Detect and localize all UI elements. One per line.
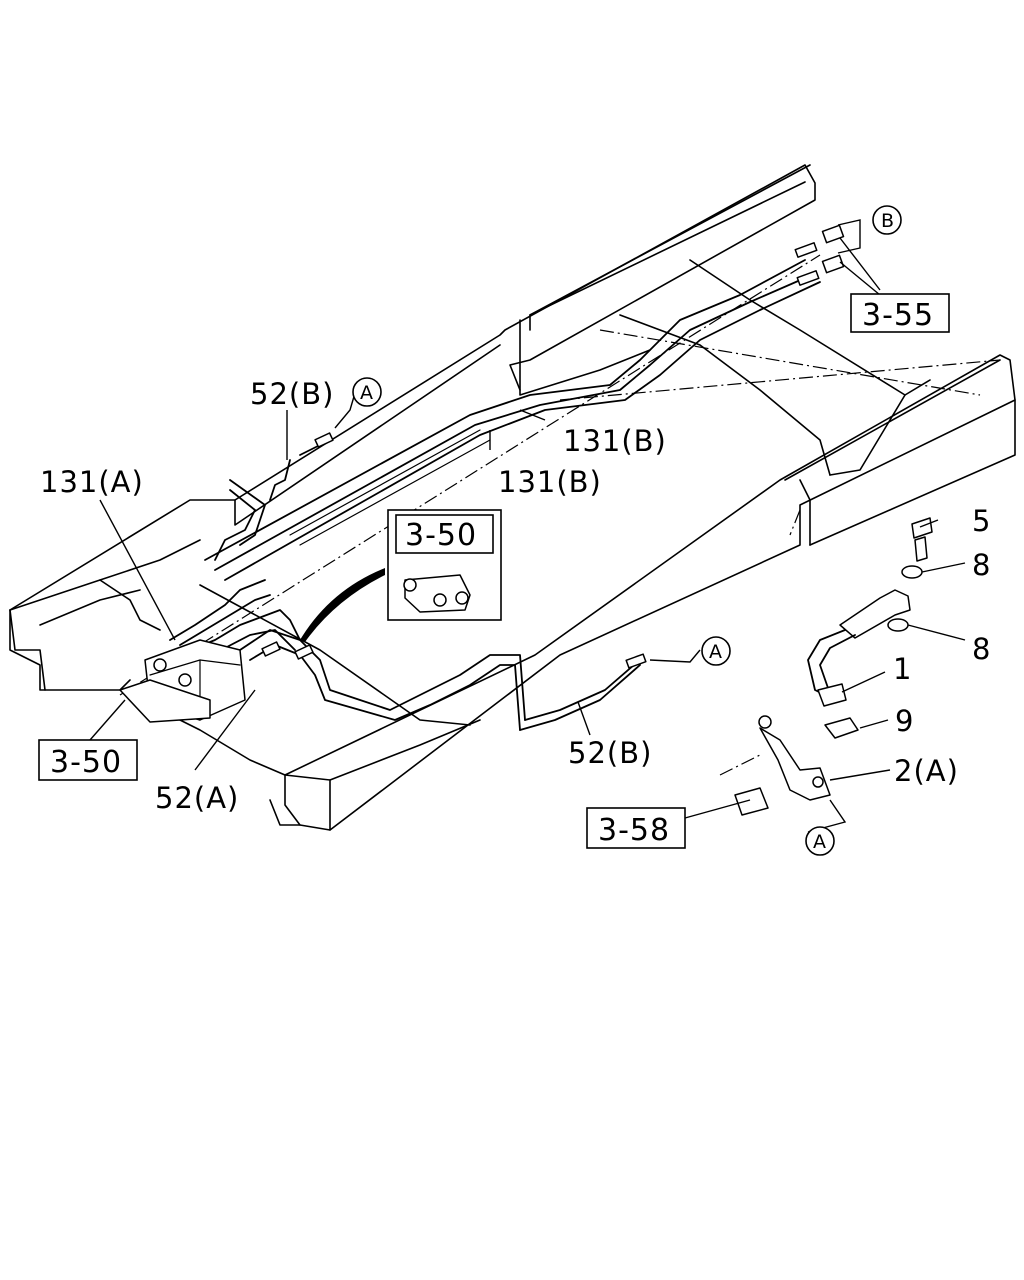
- circle-text-a-right: A: [709, 641, 722, 663]
- circle-a-top: [352, 377, 382, 407]
- hose-assembly: [734, 517, 933, 816]
- pipe-fittings: [261, 242, 820, 669]
- ref-3-58: 3-58: [598, 813, 670, 848]
- label-52b-bottom: 52(B): [568, 736, 652, 770]
- circle-a-bottom: [805, 826, 835, 856]
- circle-text-b-top: B: [881, 210, 894, 232]
- brake-pipes: [169, 259, 821, 731]
- label-52b-top: 52(B): [250, 377, 334, 411]
- ref-box-3-50-left: [38, 739, 138, 781]
- leader-lines: [89, 219, 966, 833]
- label-2a: 2(A): [894, 754, 959, 788]
- rear-unions: [821, 224, 845, 274]
- label-5: 5: [972, 504, 991, 538]
- inset-detail: [300, 509, 502, 642]
- label-8-bottom: 8: [972, 632, 991, 666]
- label-1: 1: [893, 652, 912, 686]
- circle-b-top: [872, 205, 902, 235]
- ref-3-50-left: 3-50: [50, 745, 122, 780]
- circle-markers: [352, 205, 902, 856]
- circle-text-a-top: A: [360, 382, 373, 404]
- ref-box-3-55: [850, 293, 950, 333]
- ref-box-3-58: [586, 807, 686, 849]
- label-131b-right: 131(B): [563, 424, 667, 458]
- label-9: 9: [895, 704, 914, 738]
- label-8-top: 8: [972, 548, 991, 582]
- chassis-frame: [9, 164, 1016, 831]
- valve-block: [119, 639, 246, 723]
- label-131a: 131(A): [40, 465, 144, 499]
- labels: 52(B) 131(A) 131(B) 131(B) 52(A) 52(B) 5…: [40, 210, 991, 853]
- ref-3-50-inset: 3-50: [405, 518, 477, 553]
- label-131b-mid: 131(B): [498, 465, 602, 499]
- reference-boxes: [38, 293, 950, 849]
- circle-a-right: [701, 636, 731, 666]
- ref-3-55: 3-55: [862, 298, 934, 333]
- circle-text-a-bottom: A: [813, 831, 826, 853]
- label-52a: 52(A): [155, 781, 239, 815]
